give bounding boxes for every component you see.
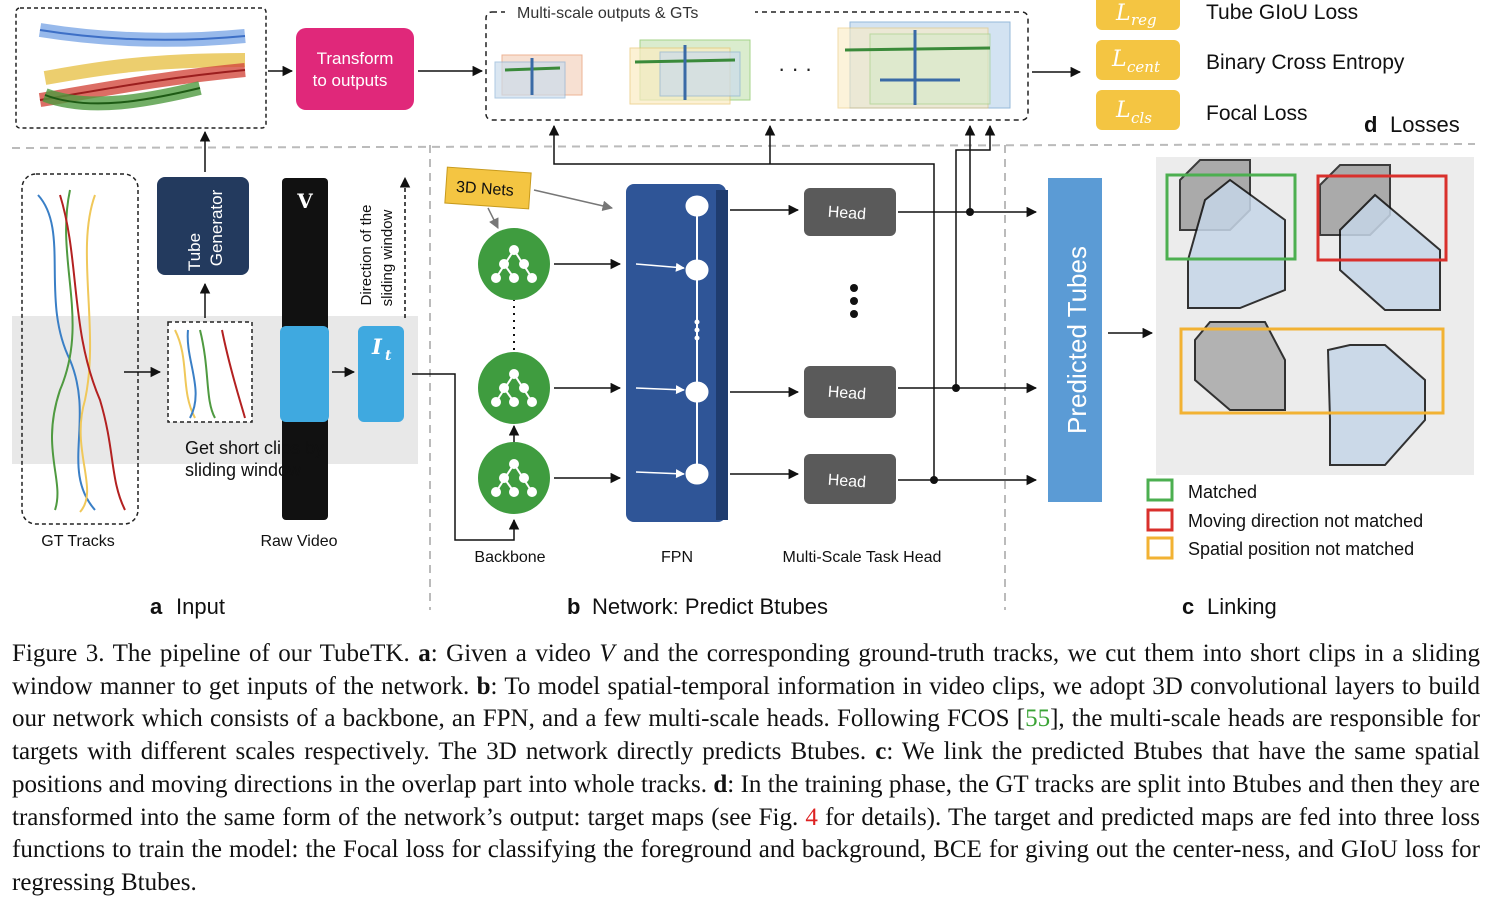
transform-box xyxy=(296,28,414,110)
caption-s7: : In the training phase, the GT tracks a… xyxy=(12,770,1480,831)
head-mid xyxy=(804,366,896,418)
legend-label-direction: Moving direction not matched xyxy=(1188,511,1423,531)
raw-video-label: Raw Video xyxy=(260,533,337,550)
caption-s8: for details). The target and predicted m… xyxy=(12,803,1480,896)
loss-cls-name: Focal Loss xyxy=(1206,102,1308,125)
match-box-green xyxy=(1165,173,1297,261)
caption-v: V xyxy=(599,640,615,667)
small-output-map xyxy=(494,54,583,99)
video-symbol: V xyxy=(296,189,313,213)
tube-generator-label-2: Generator xyxy=(207,189,226,266)
large-output-map xyxy=(837,21,1011,109)
tube-generator-label-1: Tube xyxy=(185,233,204,271)
loss-cent-box xyxy=(1096,40,1180,80)
head-top-label: Head xyxy=(827,204,866,224)
match-box-red xyxy=(1316,174,1448,262)
citation-55-link[interactable]: 55 xyxy=(1025,705,1051,733)
caption-s3: and the corresponding ground-truth track… xyxy=(12,640,1480,700)
tube-generator-box xyxy=(157,177,249,275)
backbone-node-bottom xyxy=(478,442,550,514)
input-section-letter: a xyxy=(150,594,163,619)
nets-3d-label: 3D Nets xyxy=(455,179,514,200)
loss-reg-name: Tube GIoU Loss xyxy=(1206,1,1358,24)
legend-label-matched: Matched xyxy=(1188,482,1257,502)
backbone-nodes xyxy=(478,228,550,514)
backbone-label: Backbone xyxy=(474,549,545,566)
loss-cls-symbol: L xyxy=(1115,98,1131,123)
head-mid-label: Head xyxy=(827,384,866,404)
loss-cent-sub: cent xyxy=(1127,58,1161,76)
task-head-label: Multi-Scale Task Head xyxy=(783,549,942,566)
clip-it-box xyxy=(358,326,404,422)
linking-section-letter: c xyxy=(1182,594,1194,619)
input-section-title: Input xyxy=(176,594,225,619)
caption-s6: : We link the predicted Btubes that have… xyxy=(12,738,1480,798)
figure-caption: Figure 3. The pipeline of our TubeTK. a:… xyxy=(12,638,1480,900)
legend-swatch-matched xyxy=(1146,478,1174,502)
transform-label-1: Transform xyxy=(317,49,394,68)
loss-cent-name: Binary Cross Entropy xyxy=(1206,51,1405,74)
nets-3d-box xyxy=(444,166,532,210)
short-clips-label-1: Get short clips by xyxy=(185,438,324,458)
caption-s4: : To model spatial-temporal information … xyxy=(12,672,1480,733)
caption-a: a xyxy=(418,640,431,667)
multiscale-ellipsis: · · · xyxy=(778,56,812,81)
predicted-tubes-label: Predicted Tubes xyxy=(1062,246,1092,434)
gt-tracks-lines xyxy=(37,189,126,513)
loss-reg-sub: reg xyxy=(1131,11,1157,29)
fpn-label: FPN xyxy=(661,549,693,566)
loss-cls-box xyxy=(1096,90,1180,130)
head-top xyxy=(804,188,896,236)
loss-reg-symbol: L xyxy=(1115,1,1131,26)
network-section-letter: b xyxy=(567,594,580,619)
gt-tracks-box xyxy=(21,173,139,525)
network-section-title: Network: Predict Btubes xyxy=(592,594,828,619)
caption-s2: : Given a video xyxy=(430,640,600,667)
separator-top xyxy=(11,143,1476,149)
clip-symbol: I xyxy=(371,334,383,359)
losses-legend: L reg Tube GIoU Loss L cent Binary Cross… xyxy=(1096,0,1460,137)
caption-d: d xyxy=(713,770,728,798)
gt-tubes-drawing xyxy=(38,23,246,111)
fpn-internals xyxy=(635,195,709,485)
caption-c: c xyxy=(875,738,887,766)
caption-s5: ], the multi-scale heads are responsible… xyxy=(12,705,1480,766)
legend-swatch-direction xyxy=(1146,508,1174,532)
caption-b: b xyxy=(476,672,491,700)
loss-reg-box xyxy=(1096,0,1180,30)
linking-section-title: Linking xyxy=(1207,594,1277,619)
head-bottom-label: Head xyxy=(827,472,866,492)
losses-section-title: Losses xyxy=(1390,112,1460,137)
short-clip-lines xyxy=(174,329,246,419)
loss-cent-symbol: L xyxy=(1111,47,1127,72)
losses-section-letter: d xyxy=(1364,112,1377,137)
backbone-node-top xyxy=(478,228,550,300)
head-bottom xyxy=(804,454,896,504)
tube-cubes xyxy=(1179,159,1441,466)
backbone-node-mid xyxy=(478,352,550,424)
short-clips-label-2: sliding window xyxy=(185,460,302,480)
caption-s1: Figure 3. The pipeline of our TubeTK. xyxy=(12,640,419,667)
figure-4-link[interactable]: 4 xyxy=(805,803,818,831)
gt-tracks-label: GT Tracks xyxy=(41,533,115,550)
direction-label-2: sliding window xyxy=(379,209,396,306)
fpn-block xyxy=(626,184,726,522)
transform-label-2: to outputs xyxy=(313,71,388,90)
direction-label-1: Direction of the xyxy=(358,205,375,306)
match-box-yellow xyxy=(1179,327,1445,415)
predicted-tubes-block xyxy=(1048,178,1102,502)
loss-cls-sub: cls xyxy=(1131,109,1152,127)
legend-label-spatial: Spatial position not matched xyxy=(1188,539,1414,559)
clip-window xyxy=(280,326,329,422)
linking-legend: Matched Moving direction not matched Spa… xyxy=(1146,478,1423,560)
medium-output-map xyxy=(629,39,751,105)
legend-swatch-spatial xyxy=(1146,536,1174,560)
clip-sub: t xyxy=(385,348,392,364)
task-heads: Head Head Head xyxy=(804,188,896,504)
multiscale-title: Multi-scale outputs & GTs xyxy=(517,5,698,22)
pipeline-figure: Transform to outputs Multi-scale outputs… xyxy=(11,0,1476,619)
